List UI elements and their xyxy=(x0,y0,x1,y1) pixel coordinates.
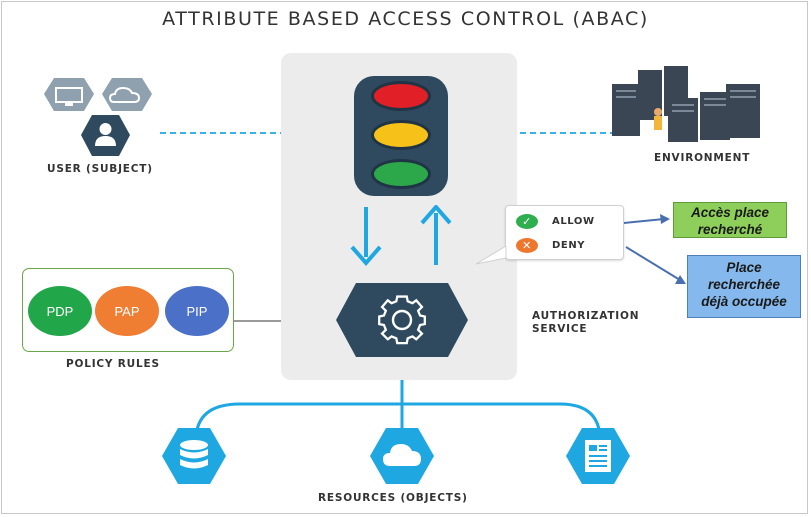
deny-note: Place recherchée déjà occupée xyxy=(687,255,801,318)
allow-note-line2: recherché xyxy=(697,222,763,237)
cloud-icon xyxy=(102,78,152,111)
deny-label: DENY xyxy=(552,240,586,251)
down-arrow-icon xyxy=(350,207,382,267)
gear-icon xyxy=(336,283,468,357)
traffic-light xyxy=(354,76,448,196)
check-icon: ✓ xyxy=(516,214,538,229)
deny-row: ✕ DENY xyxy=(516,238,585,253)
allow-note: Accès place recherché xyxy=(673,202,787,238)
user-icon xyxy=(81,115,130,156)
server-icon xyxy=(612,66,760,142)
user-label: USER (SUBJECT) xyxy=(47,163,153,175)
user-icon-group xyxy=(44,78,152,156)
cloud-icon xyxy=(370,428,434,484)
database-icon xyxy=(162,428,226,484)
pdp-circle: PDP xyxy=(28,286,92,336)
up-arrow-icon xyxy=(420,205,452,265)
deny-note-line2: recherchée xyxy=(707,277,781,292)
pap-circle: PAP xyxy=(95,286,159,336)
allow-row: ✓ ALLOW xyxy=(516,214,595,229)
deny-arrow-line xyxy=(625,246,681,281)
allow-arrow-line xyxy=(623,218,665,224)
resources-label: RESOURCES (OBJECTS) xyxy=(318,492,468,504)
bubble-tail xyxy=(475,246,507,265)
document-icon xyxy=(566,428,630,484)
request-arrows xyxy=(350,205,452,267)
policy-rules-label: POLICY RULES xyxy=(66,358,160,370)
monitor-icon xyxy=(44,78,94,111)
yellow-light xyxy=(371,120,431,150)
deny-note-line3: déjà occupée xyxy=(701,294,787,309)
environment-label: ENVIRONMENT xyxy=(654,152,751,164)
red-light xyxy=(371,81,431,111)
allow-arrowhead xyxy=(660,214,670,224)
resource-branch-line xyxy=(194,402,602,441)
green-light xyxy=(371,159,431,189)
deny-note-line1: Place xyxy=(726,260,762,275)
decision-bubble: ✓ ALLOW ✕ DENY xyxy=(505,205,624,260)
allow-note-line1: Accès place xyxy=(690,205,770,220)
pip-circle: PIP xyxy=(165,286,229,336)
allow-label: ALLOW xyxy=(552,216,595,227)
diagram-title: ATTRIBUTE BASED ACCESS CONTROL (ABAC) xyxy=(162,8,649,30)
service-label: SERVICE xyxy=(532,323,588,335)
cross-icon: ✕ xyxy=(516,238,538,253)
deny-arrowhead xyxy=(675,275,686,284)
authorization-label: AUTHORIZATION xyxy=(532,310,640,322)
